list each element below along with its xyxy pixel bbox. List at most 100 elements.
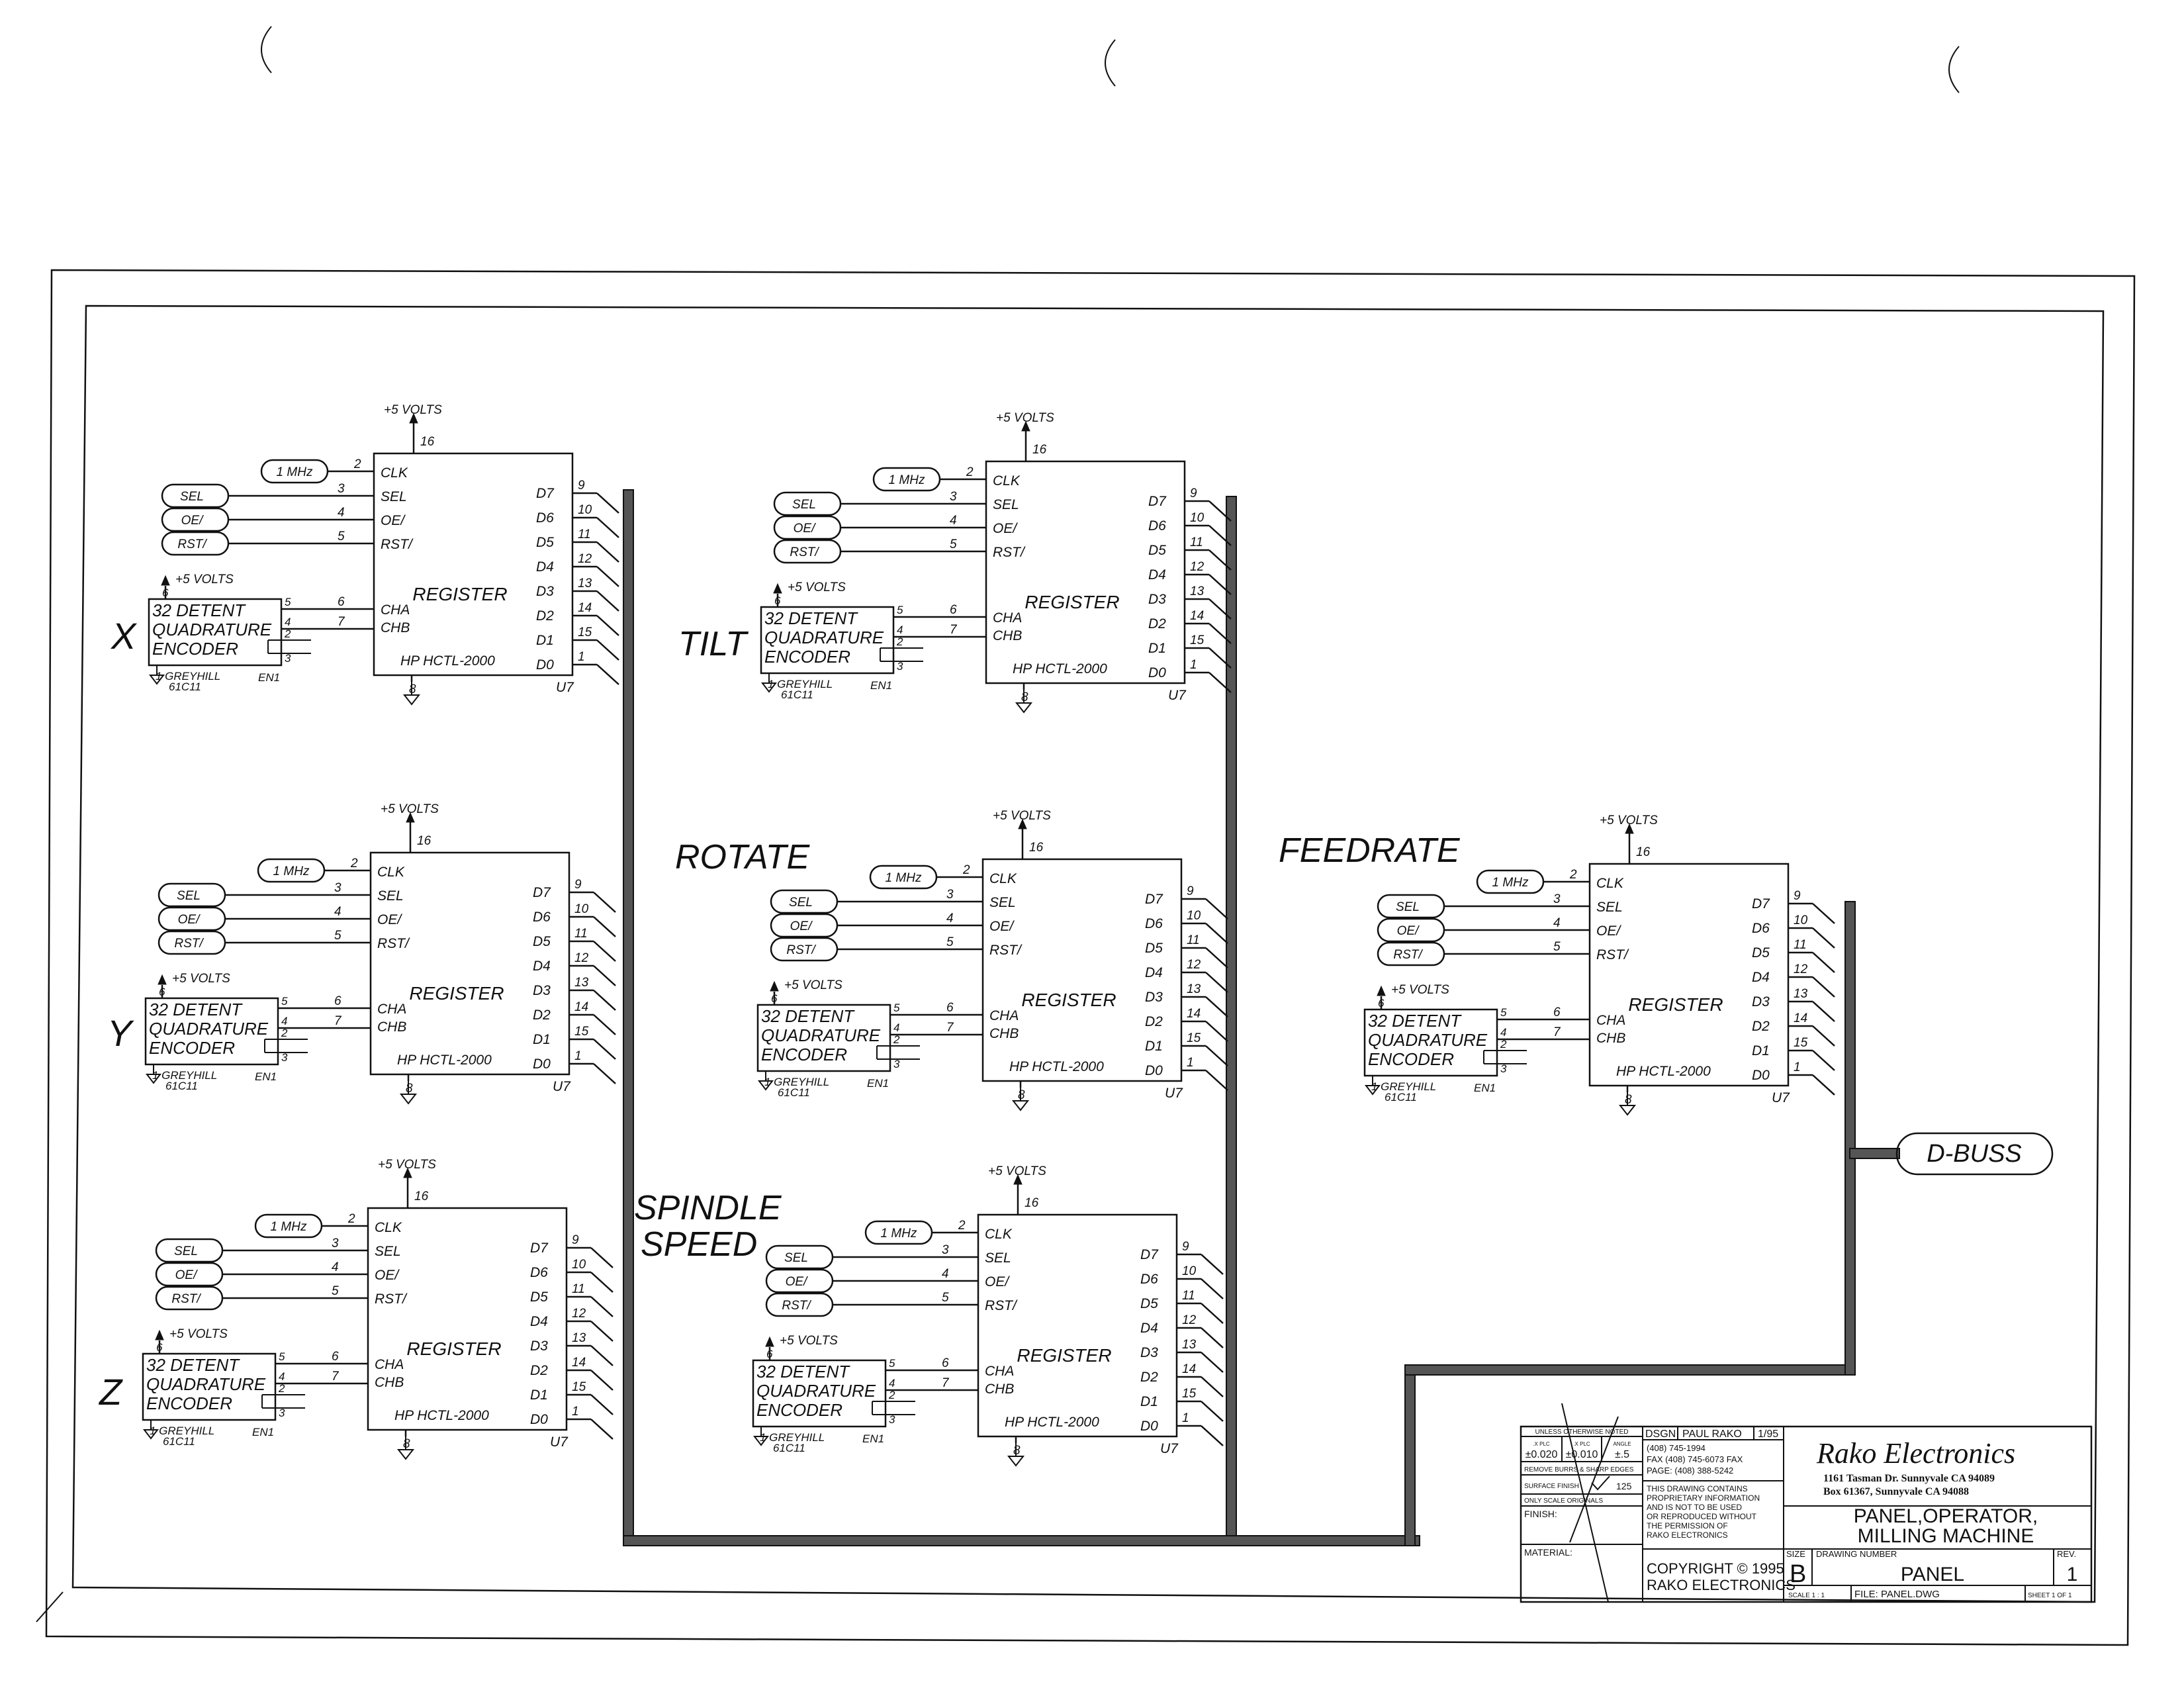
pin-number: 5 [946,935,954,949]
encoder-part: 61C11 [1385,1091,1417,1103]
pin-label-chb: CHB [989,1026,1019,1041]
register-chip [985,460,1186,684]
ground-icon [148,675,165,685]
pin-number: 8 [1013,1444,1021,1458]
pin-number: 4 [950,514,957,528]
bus-entry [596,566,619,587]
bus-entry [1205,972,1228,993]
bus-entry [1205,1045,1228,1066]
pin-number: 3 [893,1058,900,1070]
section-label-x: X [110,615,138,657]
pin-number: 6 [1553,1006,1561,1019]
bus-entry [1201,1327,1224,1348]
power-label: +5 VOLTS [788,581,846,594]
ground-icon [396,1449,415,1460]
encoder-label: 32 DETENT [761,1006,855,1026]
pin-label-d7: D7 [1145,892,1163,907]
pin-label-d0: D0 [1752,1068,1770,1083]
pin-number: 10 [572,1258,586,1272]
pin-number: 10 [574,902,589,916]
encoder-label: ENCODER [764,647,850,667]
pin-number: 10 [578,503,592,517]
ground-icon [399,1094,418,1105]
signal-label: SEL [792,498,816,512]
tb-unless-noted: UNLESS OTHERWISE NOTED [1535,1429,1629,1436]
pin-number: 9 [1182,1240,1189,1254]
pin-number: 14 [1187,1007,1201,1021]
pin-number: 2 [966,465,974,479]
encoder-ref: EN1 [258,671,280,684]
encoder-part: 61C11 [163,1435,195,1448]
pin-number: 4 [893,1021,899,1034]
pin-number: 10 [1187,909,1201,923]
pin-number: 2 [278,1382,285,1395]
tb-notice-line: AND IS NOT TO BE USED [1647,1503,1742,1512]
tb-remove-burrs: REMOVE BURRS & SHARP EDGES [1524,1466,1634,1474]
pin-number: 3 [285,652,291,665]
power-arrow-icon [1013,1174,1023,1185]
pin-number: 13 [578,577,592,590]
pin-number: 1 [578,650,585,664]
encoder-vendor: 1 GREYHILL [150,1425,214,1437]
pin-label-d5: D5 [536,535,554,550]
tb-tol-head-1: .X PLC [1533,1441,1550,1447]
pin-label-clk: CLK [989,871,1017,886]
pin-number: 3 [897,660,903,673]
ref-designator: U7 [556,680,574,695]
pin-label-oe: OE/ [989,919,1015,934]
encoder-label: QUADRATURE [146,1374,266,1394]
section-label-feedrate: FEEDRATE [1279,831,1461,870]
bus-entry [593,990,616,1011]
pin-number: 16 [414,1190,429,1203]
pin-label-d3: D3 [536,584,554,599]
pin-label-d5: D5 [1752,945,1770,961]
ref-designator: U7 [1772,1090,1790,1105]
pin-label-d1: D1 [533,1032,551,1047]
register-label: REGISTER [1021,990,1116,1010]
ground-icon [402,694,421,706]
pin-number: 9 [578,479,585,492]
pin-label-d5: D5 [1148,543,1166,558]
bus-entry [596,517,619,538]
power-arrow-icon [765,1336,774,1347]
power-label: +5 VOLTS [175,573,234,586]
pin-number: 14 [1182,1362,1196,1376]
register-label: REGISTER [406,1338,501,1359]
pin-number: 9 [1794,889,1801,903]
bus-entry [593,965,616,986]
pin-label-d6: D6 [533,910,551,925]
pin-label-clk: CLK [985,1227,1013,1242]
pin-label-d6: D6 [1140,1272,1158,1287]
tb-copyright-owner: RAKO ELECTRONICS [1647,1577,1796,1593]
pin-number: 13 [1794,987,1808,1001]
encoder-ref: EN1 [870,679,892,692]
pin-label-d1: D1 [530,1387,548,1403]
pin-number: 6 [774,594,781,607]
power-label: +5 VOLTS [172,972,230,986]
bus-entry [1201,1425,1224,1446]
pin-number: 9 [1187,884,1194,898]
bus-entry [1208,525,1232,546]
pin-label-sel: SEL [989,895,1016,910]
bus-entry [1208,647,1232,669]
encoder-ref: EN1 [867,1077,889,1090]
pin-label-chb: CHB [381,620,410,635]
pin-number: 1 [1187,1056,1194,1070]
pin-label-d0: D0 [533,1056,551,1072]
pin-label-rst: RST/ [377,936,410,951]
bus-entry [1812,927,1835,949]
tb-copyright: COPYRIGHT © 1995 [1647,1560,1784,1577]
register-label: REGISTER [409,983,504,1004]
clock-label: 1 MHz [889,473,925,487]
pin-number: 1 [572,1405,579,1419]
pin-label-d2: D2 [1145,1014,1163,1029]
pin-number: 1 [574,1049,582,1063]
clock-label: 1 MHz [1492,876,1529,890]
clock-label: 1 MHz [881,1227,917,1241]
ground-icon [1015,702,1033,714]
power-label: +5 VOLTS [784,978,842,992]
pin-label-d1: D1 [1752,1043,1770,1058]
bus-entry [596,639,619,661]
